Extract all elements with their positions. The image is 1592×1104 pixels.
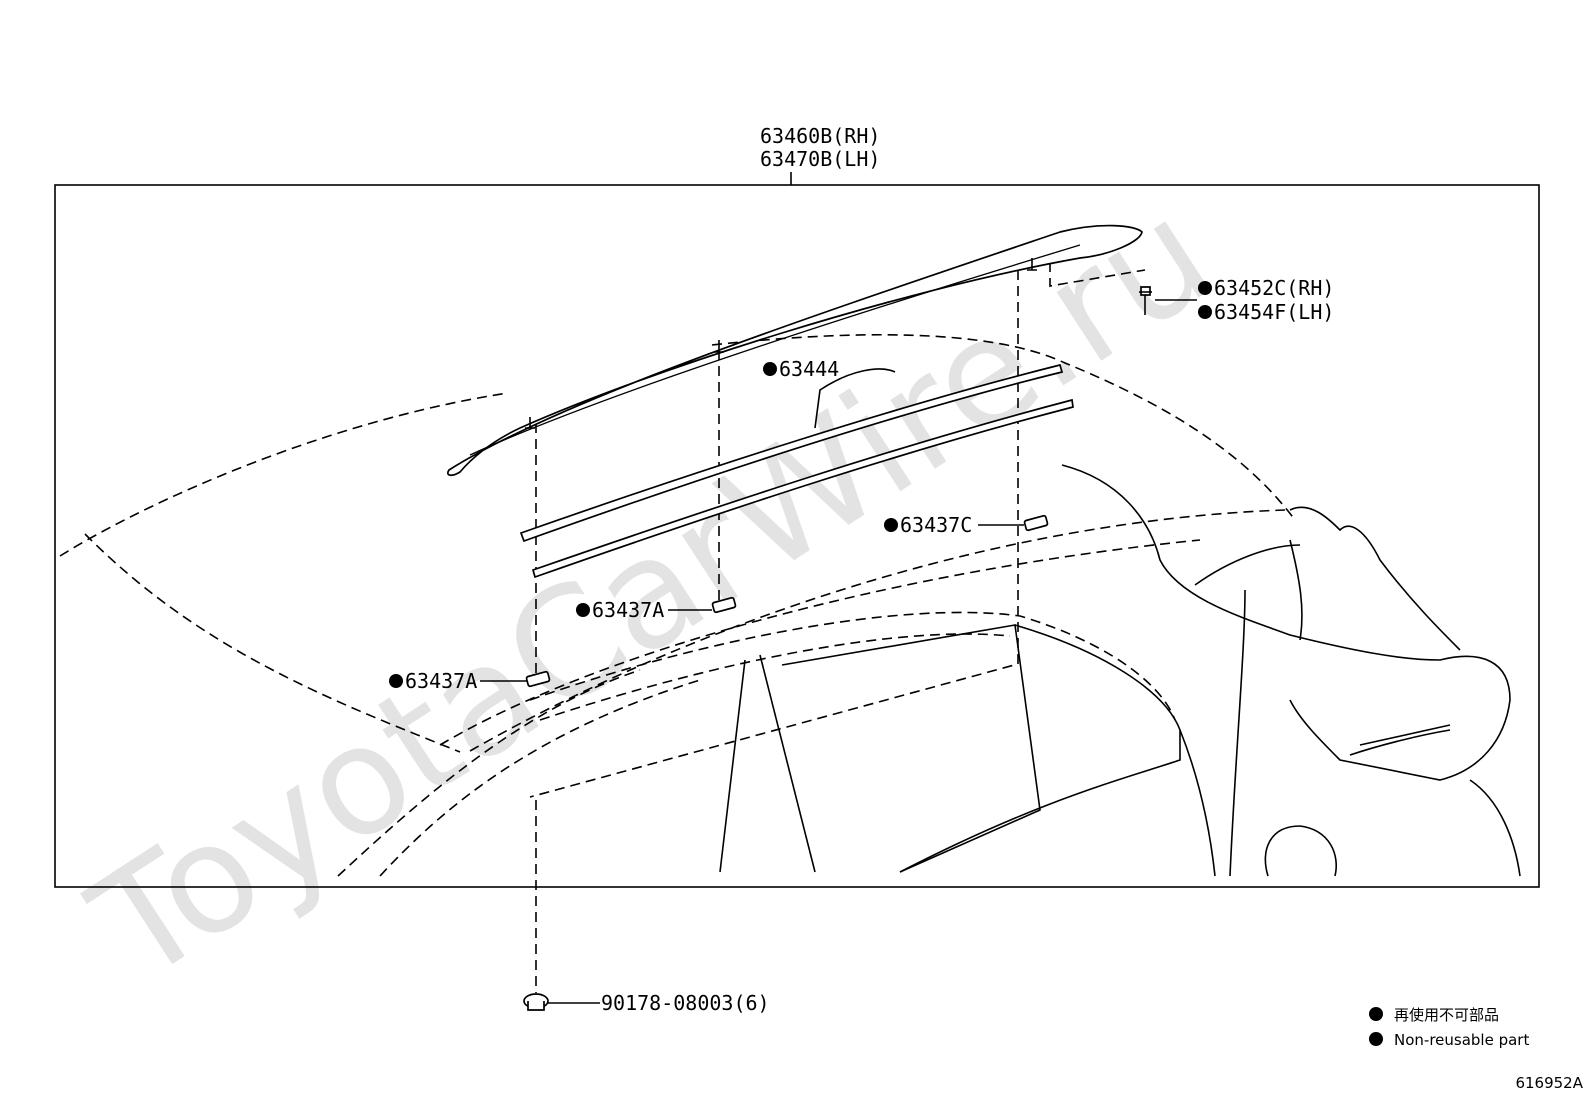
roof-molding-upper — [519, 363, 1064, 543]
non-reusable-marker — [1198, 305, 1212, 319]
assembly-label-rh: 63460B(RH) — [760, 124, 880, 148]
non-reusable-marker — [576, 603, 590, 617]
assembly-frame — [54, 184, 1540, 888]
callout-clip-lh: 63454F(LH) — [1198, 300, 1334, 324]
rail-bolts — [525, 258, 1037, 429]
molding-leader — [814, 368, 896, 429]
figure-id: 616952A — [1515, 1074, 1583, 1092]
callout-nut: 90178-08003(6) — [548, 991, 770, 1015]
roof-molding-lower — [531, 398, 1074, 579]
non-reusable-marker — [884, 518, 898, 532]
vehicle-body-solid — [719, 464, 1521, 877]
callout-cover-a-lower: 63437A — [389, 669, 527, 693]
rail-end-clip — [1139, 286, 1152, 315]
legend-japanese: 再使用不可部品 — [1394, 1006, 1499, 1024]
non-reusable-marker — [763, 362, 777, 376]
callout-cover-a-upper: 63437A — [576, 598, 712, 622]
rail-cover-clips — [525, 514, 1049, 688]
non-reusable-marker — [389, 674, 403, 688]
callout-clip-rh-text: 63452C(RH) — [1214, 276, 1334, 300]
watermark: ToyotaCarWire.ru — [64, 167, 1241, 1016]
callout-cover-a-lower-text: 63437A — [405, 669, 477, 693]
callout-cover-c: 63437C — [884, 513, 1024, 537]
non-reusable-marker — [1369, 1007, 1383, 1021]
callout-nut-text: 90178-08003(6) — [601, 991, 770, 1015]
non-reusable-marker — [1198, 281, 1212, 295]
vehicle-body-outline — [59, 262, 1296, 877]
assembly-label-lh: 63470B(LH) — [760, 147, 880, 171]
legend-english: Non-reusable part — [1394, 1031, 1529, 1049]
callout-clip-rh: 63452C(RH) — [1198, 276, 1334, 300]
callout-cover-a-upper-text: 63437A — [592, 598, 664, 622]
callout-molding: 63444 — [763, 357, 839, 381]
legend: 再使用不可部品 Non-reusable part — [1369, 1006, 1529, 1049]
nut-part — [523, 800, 549, 1011]
callout-molding-text: 63444 — [779, 357, 839, 381]
callout-clip-lh-text: 63454F(LH) — [1214, 300, 1334, 324]
callout-cover-c-text: 63437C — [900, 513, 972, 537]
non-reusable-marker — [1369, 1032, 1383, 1046]
